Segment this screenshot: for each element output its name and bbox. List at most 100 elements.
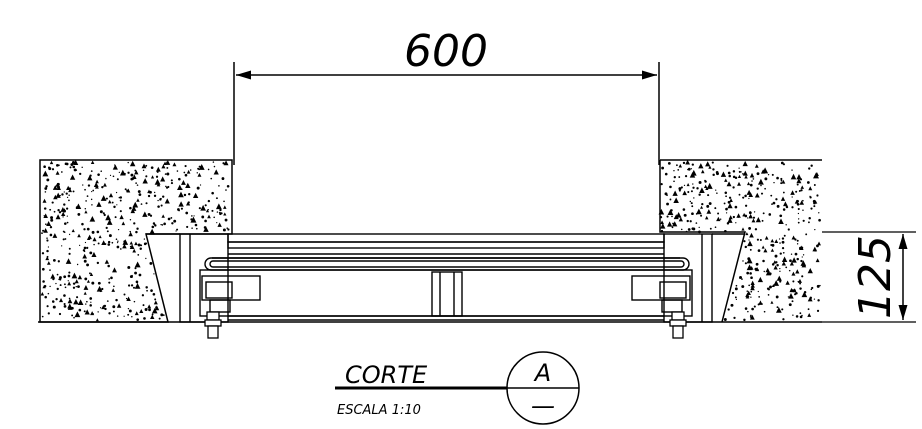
concrete-aggregate-dot bbox=[92, 237, 97, 242]
concrete-aggregate-dot bbox=[216, 211, 219, 213]
concrete-aggregate-dot bbox=[122, 243, 127, 249]
concrete-aggregate-dot bbox=[59, 278, 62, 281]
concrete-aggregate-dot bbox=[123, 240, 127, 244]
concrete-aggregate-dot bbox=[773, 181, 775, 184]
concrete-aggregate-dot bbox=[107, 243, 111, 246]
concrete-aggregate-dot bbox=[797, 221, 800, 224]
right-concrete-hatch bbox=[658, 159, 821, 322]
concrete-aggregate-dot bbox=[47, 312, 50, 315]
concrete-aggregate-dot bbox=[813, 172, 819, 179]
concrete-aggregate-dot bbox=[96, 201, 102, 207]
concrete-aggregate-dot bbox=[196, 186, 200, 190]
concrete-aggregate-dot bbox=[752, 216, 756, 219]
concrete-aggregate-dot bbox=[757, 303, 760, 306]
manhole-frame bbox=[146, 233, 745, 323]
concrete-aggregate-dot bbox=[176, 228, 179, 231]
concrete-aggregate-dot bbox=[789, 259, 792, 263]
concrete-aggregate-dot bbox=[790, 253, 793, 255]
concrete-aggregate-dot bbox=[86, 263, 90, 267]
concrete-aggregate-dot bbox=[185, 201, 191, 206]
concrete-aggregate-dot bbox=[780, 196, 786, 201]
concrete-aggregate-dot bbox=[84, 208, 87, 210]
concrete-aggregate-dot bbox=[751, 180, 753, 182]
concrete-aggregate-dot bbox=[129, 206, 132, 210]
concrete-aggregate-dot bbox=[704, 180, 707, 182]
concrete-aggregate-dot bbox=[763, 270, 765, 273]
concrete-aggregate-dot bbox=[204, 204, 207, 207]
concrete-aggregate-dot bbox=[807, 313, 812, 317]
concrete-aggregate-dot bbox=[172, 162, 177, 167]
concrete-aggregate-dot bbox=[83, 228, 86, 231]
concrete-aggregate-dot bbox=[111, 201, 114, 204]
concrete-aggregate-dot bbox=[68, 233, 71, 236]
concrete-aggregate-dot bbox=[135, 182, 137, 184]
concrete-aggregate-dot bbox=[773, 265, 778, 270]
concrete-aggregate-dot bbox=[781, 256, 788, 262]
concrete-aggregate-dot bbox=[771, 173, 774, 176]
concrete-aggregate-dot bbox=[132, 286, 135, 289]
concrete-aggregate-dot bbox=[701, 203, 704, 206]
concrete-aggregate-dot bbox=[87, 184, 91, 187]
concrete-aggregate-dot bbox=[77, 285, 80, 288]
concrete-aggregate-dot bbox=[164, 173, 167, 175]
concrete-aggregate-dot bbox=[43, 165, 46, 169]
concrete-aggregate-dot bbox=[197, 172, 202, 177]
concrete-aggregate-dot bbox=[105, 226, 108, 230]
concrete-aggregate-dot bbox=[62, 230, 65, 233]
concrete-aggregate-dot bbox=[195, 227, 198, 230]
concrete-aggregate-dot bbox=[757, 249, 761, 252]
concrete-aggregate-dot bbox=[783, 234, 786, 237]
concrete-aggregate-dot bbox=[145, 286, 148, 289]
concrete-aggregate-dot bbox=[150, 289, 153, 292]
concrete-aggregate-dot bbox=[116, 204, 118, 206]
concrete-aggregate-dot bbox=[807, 296, 813, 302]
concrete-aggregate-dot bbox=[673, 176, 676, 179]
concrete-aggregate-dot bbox=[160, 313, 164, 317]
concrete-aggregate-dot bbox=[756, 187, 759, 190]
concrete-aggregate-dot bbox=[780, 179, 783, 182]
concrete-aggregate-dot bbox=[687, 228, 691, 231]
concrete-aggregate-dot bbox=[61, 245, 63, 247]
concrete-aggregate-dot bbox=[675, 212, 682, 218]
concrete-aggregate-dot bbox=[125, 297, 128, 300]
concrete-aggregate-dot bbox=[47, 246, 50, 248]
concrete-aggregate-dot bbox=[49, 269, 51, 271]
concrete-aggregate-dot bbox=[698, 226, 700, 229]
concrete-aggregate-dot bbox=[801, 256, 803, 258]
concrete-aggregate-dot bbox=[666, 215, 669, 218]
concrete-aggregate-dot bbox=[142, 178, 148, 184]
concrete-aggregate-dot bbox=[743, 240, 746, 243]
concrete-aggregate-dot bbox=[708, 202, 712, 206]
concrete-aggregate-dot bbox=[700, 169, 705, 174]
concrete-aggregate-dot bbox=[770, 300, 774, 304]
concrete-aggregate-dot bbox=[678, 189, 681, 192]
concrete-aggregate-dot bbox=[664, 192, 668, 196]
concrete-aggregate-dot bbox=[226, 227, 228, 229]
concrete-aggregate-dot bbox=[218, 185, 220, 187]
concrete-aggregate-dot bbox=[716, 192, 718, 194]
concrete-aggregate-dot bbox=[205, 209, 210, 213]
concrete-aggregate-dot bbox=[673, 214, 679, 220]
concrete-aggregate-dot bbox=[796, 257, 799, 261]
concrete-aggregate-dot bbox=[757, 276, 764, 283]
concrete-aggregate-dot bbox=[698, 180, 702, 184]
concrete-aggregate-dot bbox=[56, 163, 59, 167]
concrete-aggregate-dot bbox=[744, 262, 747, 265]
concrete-aggregate-dot bbox=[808, 186, 813, 191]
concrete-aggregate-dot bbox=[52, 259, 56, 262]
concrete-aggregate-dot bbox=[127, 284, 131, 287]
concrete-aggregate-dot bbox=[776, 264, 779, 267]
concrete-aggregate-dot bbox=[130, 177, 134, 181]
concrete-aggregate-dot bbox=[689, 200, 692, 203]
concrete-aggregate-dot bbox=[42, 229, 45, 232]
concrete-aggregate-dot bbox=[196, 172, 198, 174]
concrete-aggregate-dot bbox=[776, 275, 782, 281]
concrete-aggregate-dot bbox=[63, 283, 66, 286]
concrete-aggregate-dot bbox=[69, 166, 72, 169]
concrete-aggregate-dot bbox=[810, 207, 813, 210]
concrete-aggregate-dot bbox=[680, 228, 683, 231]
concrete-aggregate-dot bbox=[666, 202, 669, 206]
concrete-aggregate-dot bbox=[705, 186, 709, 190]
concrete-aggregate-dot bbox=[96, 285, 103, 292]
concrete-aggregate-dot bbox=[212, 161, 215, 163]
